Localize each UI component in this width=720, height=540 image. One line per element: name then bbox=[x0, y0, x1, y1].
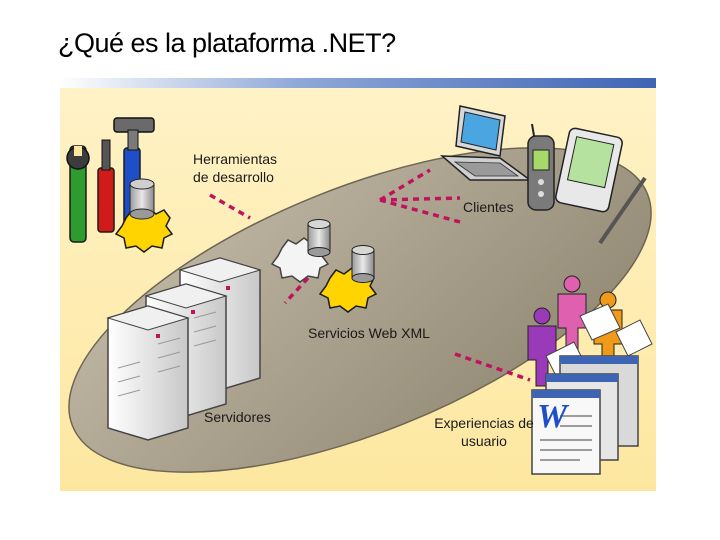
pda-icon bbox=[555, 127, 647, 245]
diagram-canvas bbox=[66, 105, 653, 475]
word-logo-letter: W bbox=[537, 398, 568, 435]
diagram-stage: W Herramientas de desarrollo Clientes Se… bbox=[60, 88, 656, 491]
servers-icon bbox=[106, 257, 262, 441]
mobile-phone-icon bbox=[527, 123, 555, 211]
label-clients: Clientes bbox=[463, 199, 514, 215]
connector-lines bbox=[209, 168, 531, 382]
label-xml-web-services: Servicios Web XML bbox=[308, 325, 430, 341]
dev-tools-icon bbox=[66, 117, 174, 253]
title-accent-bar bbox=[60, 78, 656, 88]
label-dev-tools: Herramientas de desarrollo bbox=[193, 150, 277, 186]
label-dev-tools-line1: Herramientas bbox=[193, 151, 278, 167]
label-user-experiences: Experiencias de usuario bbox=[426, 414, 542, 450]
xml-web-services-icon bbox=[270, 219, 378, 313]
label-servers: Servidores bbox=[204, 409, 271, 425]
slide-title: ¿Qué es la plataforma .NET? bbox=[58, 28, 396, 58]
user-experience-icon bbox=[527, 275, 653, 475]
label-dev-tools-line2: de desarrollo bbox=[193, 169, 274, 185]
label-user-experiences-line2: usuario bbox=[461, 433, 507, 449]
label-user-experiences-line1: Experiencias de bbox=[434, 415, 534, 431]
